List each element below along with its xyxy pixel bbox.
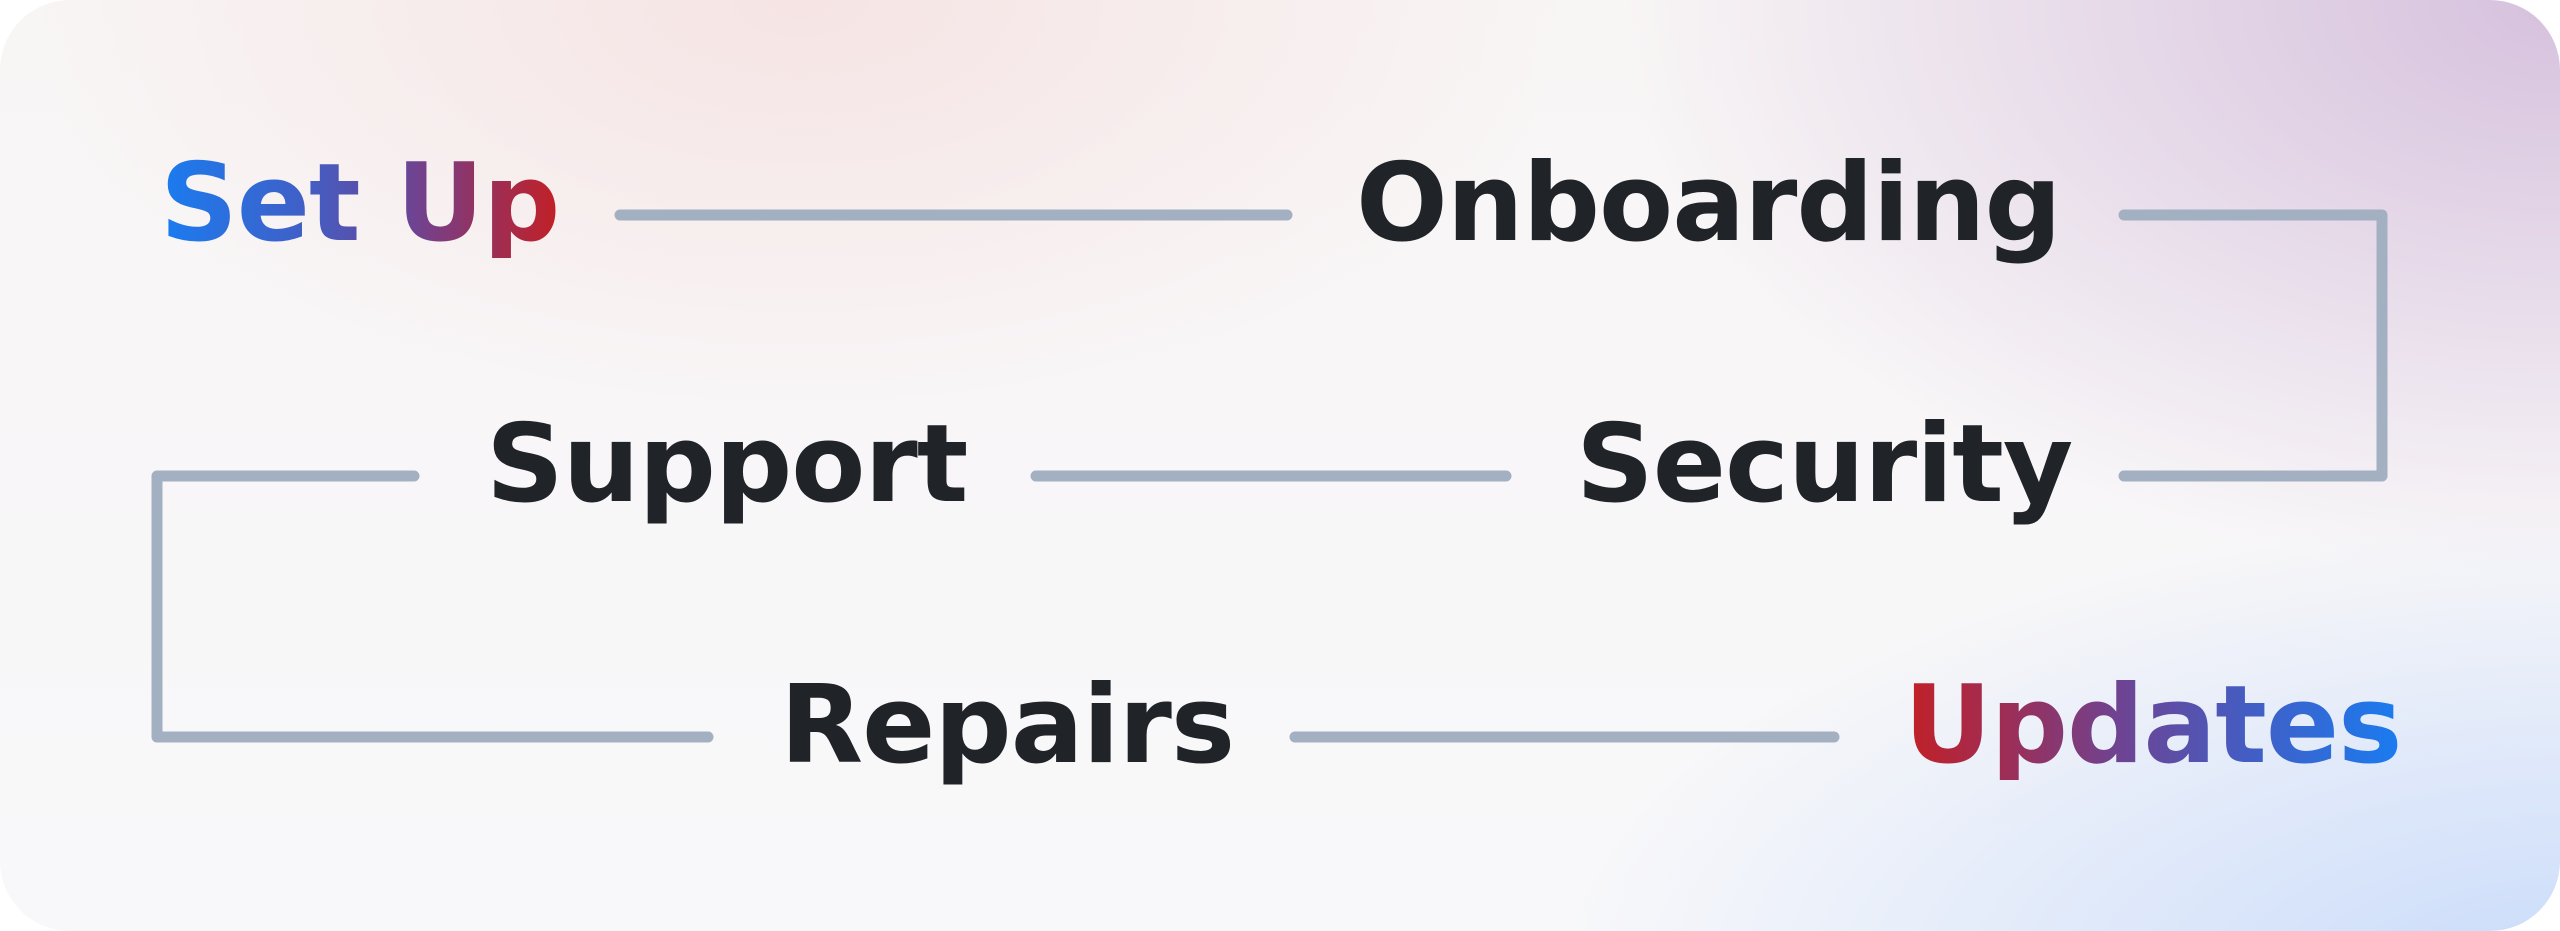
step-onboarding: Onboarding: [1356, 141, 2062, 266]
step-setup: Set Up: [160, 141, 560, 266]
step-support: Support: [486, 402, 968, 527]
step-updates: Updates: [1904, 663, 2402, 788]
connector-onboarding-security: [2118, 209, 2388, 482]
step-repairs: Repairs: [780, 663, 1235, 788]
step-security: Security: [1576, 402, 2073, 527]
connector-support-repairs: [151, 470, 714, 743]
